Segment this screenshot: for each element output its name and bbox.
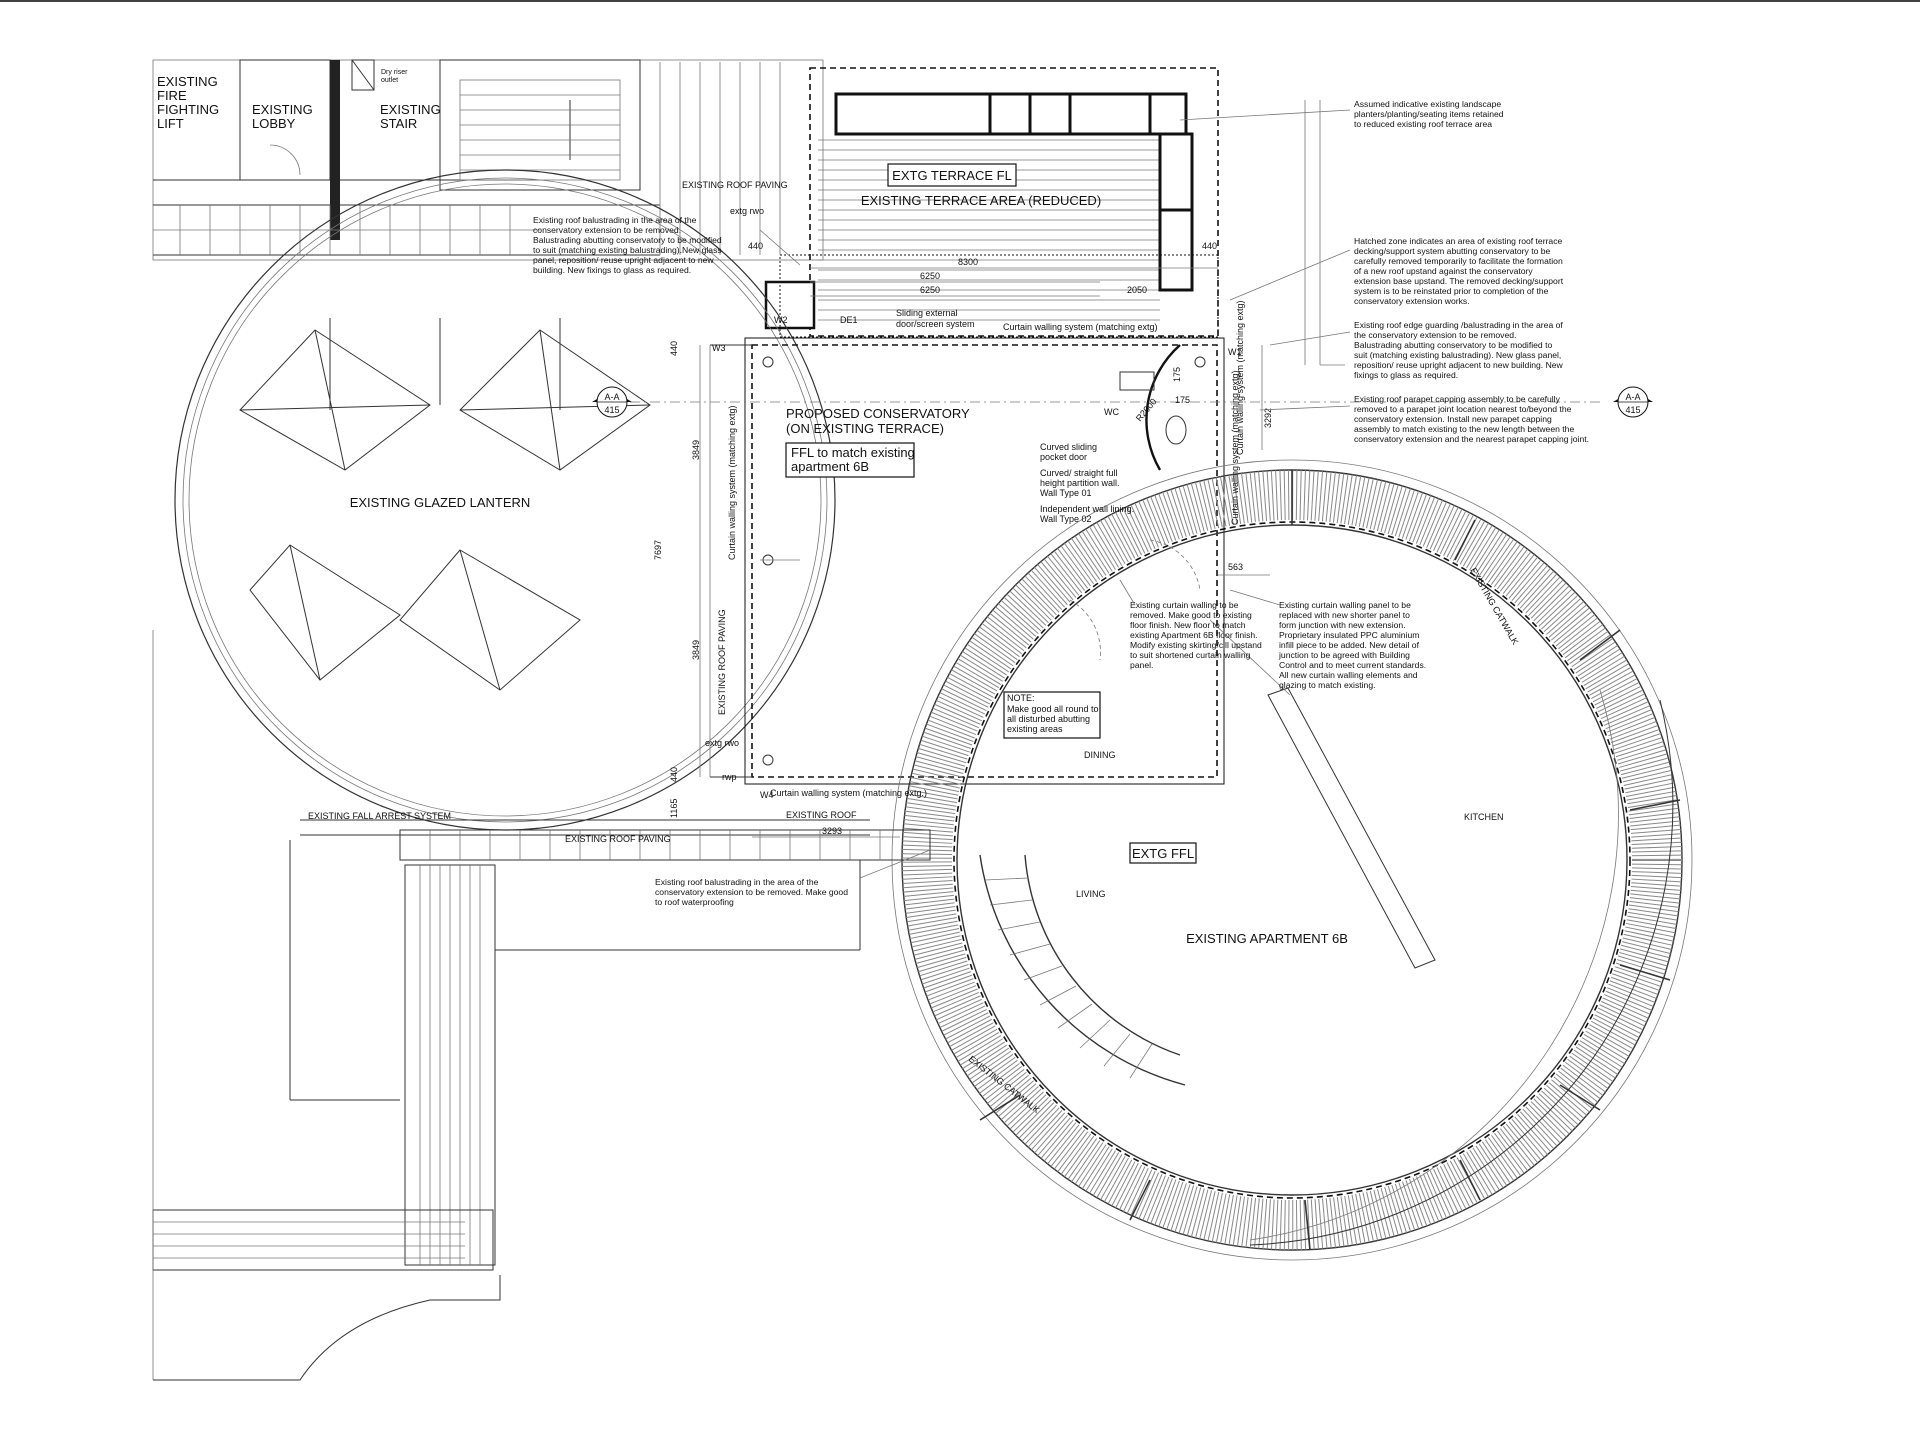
section-marker-right-sheet: 415 xyxy=(1625,405,1640,415)
sliding-door-label: Sliding external door/screen system xyxy=(896,308,975,329)
curtain-right-label: Curtain walling system (matching extg) xyxy=(1235,300,1245,455)
extg-ffl-label: EXTG FFL xyxy=(1132,846,1194,861)
note-parapet: Existing roof parapet capping assembly t… xyxy=(1354,394,1589,444)
section-marker-left: A-A 415 xyxy=(592,386,632,418)
dim-440-top: 440 xyxy=(748,241,763,251)
dim-3292: 3292 xyxy=(1263,408,1273,428)
note-balustrade-bottom: Existing roof balustrading in the area o… xyxy=(655,877,850,907)
section-marker-right: A-A 415 xyxy=(1613,386,1653,418)
roof-paving-top: EXISTING ROOF PAVING xyxy=(682,180,788,190)
curtain-bottom-label: Curtain walling system (matching extg.) xyxy=(770,788,927,798)
w4-label: W4 xyxy=(760,790,774,800)
notes: Existing roof balustrading in the area o… xyxy=(533,99,1589,907)
wc-label: WC xyxy=(1104,407,1119,417)
section-marker-right-ref: A-A xyxy=(1625,392,1640,402)
dim-175a: 175 xyxy=(1172,367,1182,382)
note-curtain-panel: Existing curtain walling panel to be rep… xyxy=(1278,600,1429,690)
fall-arrest-label: EXISTING FALL ARREST SYSTEM xyxy=(308,811,451,821)
dim-6250b: 6250 xyxy=(920,285,940,295)
w1-label: W1 xyxy=(1228,347,1242,357)
dimensions: 8300 6250 6250 2050 440 440 440 440 3849… xyxy=(653,241,1273,838)
dim-6250a: 6250 xyxy=(920,271,940,281)
glazed-lantern-label: EXISTING GLAZED LANTERN xyxy=(350,495,531,510)
terrace-fl-label: EXTG TERRACE FL xyxy=(892,168,1012,183)
living-label: LIVING xyxy=(1076,889,1106,899)
de1-label: DE1 xyxy=(840,315,858,325)
leader-lines xyxy=(759,109,1351,879)
dim-175b: 175 xyxy=(1175,395,1190,405)
wall-lining-label: Independent wall lining. Wall Type 02 xyxy=(1040,504,1137,524)
room-labels: EXISTING FIRE FIGHTING LIFT EXISTING LOB… xyxy=(157,69,1520,1115)
dining-label: DINING xyxy=(1084,750,1116,760)
note-hatched-zone: Hatched zone indicates an area of existi… xyxy=(1354,236,1565,306)
catwalk-label-right: EXISTING CATWALK xyxy=(1468,566,1520,646)
dim-2050: 2050 xyxy=(1127,285,1147,295)
roof-paving-bottom: EXISTING ROOF PAVING xyxy=(565,834,671,844)
kitchen-label: KITCHEN xyxy=(1464,812,1504,822)
existing-core xyxy=(152,59,824,261)
extg-rwo-top: extg rwo xyxy=(730,206,764,216)
rwp-label: rwp xyxy=(722,772,737,782)
dim-8300: 8300 xyxy=(958,257,978,267)
dim-440-right: 440 xyxy=(1202,241,1217,251)
roof-paving-vertical: EXISTING ROOF PAVING xyxy=(717,609,727,715)
note-block: NOTE: Make good all round to all disturb… xyxy=(1007,693,1101,734)
section-marker-left-sheet: 415 xyxy=(604,405,619,415)
curtain-right-label-2: Curtain walling system (matching extg) xyxy=(1230,370,1240,525)
ffl-match-label: FFL to match existing apartment 6B xyxy=(791,445,918,474)
lobby-label: EXISTING LOBBY xyxy=(252,102,316,131)
dim-440-left: 440 xyxy=(669,341,679,356)
terrace-area xyxy=(764,67,1219,338)
dim-3849a: 3849 xyxy=(691,440,701,460)
fire-lift-label: EXISTING FIRE FIGHTING LIFT xyxy=(157,74,223,131)
planters xyxy=(834,92,1194,292)
dry-riser-label: Dry riser outlet xyxy=(381,69,409,84)
dim-563: 563 xyxy=(1228,562,1243,572)
lower-roof xyxy=(152,100,1345,1381)
existing-roof-label: EXISTING ROOF xyxy=(786,810,857,820)
stair-label: EXISTING STAIR xyxy=(380,102,444,131)
w2-label: W2 xyxy=(774,315,788,325)
apartment-label: EXISTING APARTMENT 6B xyxy=(1186,931,1348,946)
curved-sliding-label: Curved sliding pocket door xyxy=(1040,442,1100,462)
note-curtain-remove: Existing curtain walling to be removed. … xyxy=(1130,600,1264,670)
conservatory-walls xyxy=(710,337,1225,785)
curtain-top-label: Curtain walling system (matching extg) xyxy=(1003,322,1158,332)
curved-partition-label: Curved/ straight full height partition w… xyxy=(1040,468,1122,498)
section-marker-left-ref: A-A xyxy=(604,392,619,402)
dim-440-bottom: 440 xyxy=(669,767,679,782)
dim-1165: 1165 xyxy=(669,799,679,818)
note-balustrade-top: Existing roof balustrading in the area o… xyxy=(533,215,724,275)
existing-apartment xyxy=(891,459,1693,1261)
extg-rwo-bottom: extg rwo xyxy=(705,738,739,748)
note-landscape: Assumed indicative existing landscape pl… xyxy=(1354,99,1506,129)
w3-label: W3 xyxy=(712,343,726,353)
curtain-left-label: Curtain walling system (matching extg) xyxy=(727,405,737,560)
note-edge-guarding: Existing roof edge guarding /balustradin… xyxy=(1354,320,1565,380)
dim-3293: 3293 xyxy=(822,826,842,836)
dim-7697: 7697 xyxy=(653,540,663,560)
conservatory-label: PROPOSED CONSERVATORY (ON EXISTING TERRA… xyxy=(786,406,973,436)
dim-3849b: 3849 xyxy=(691,640,701,660)
terrace-area-label: EXISTING TERRACE AREA (REDUCED) xyxy=(861,193,1101,208)
